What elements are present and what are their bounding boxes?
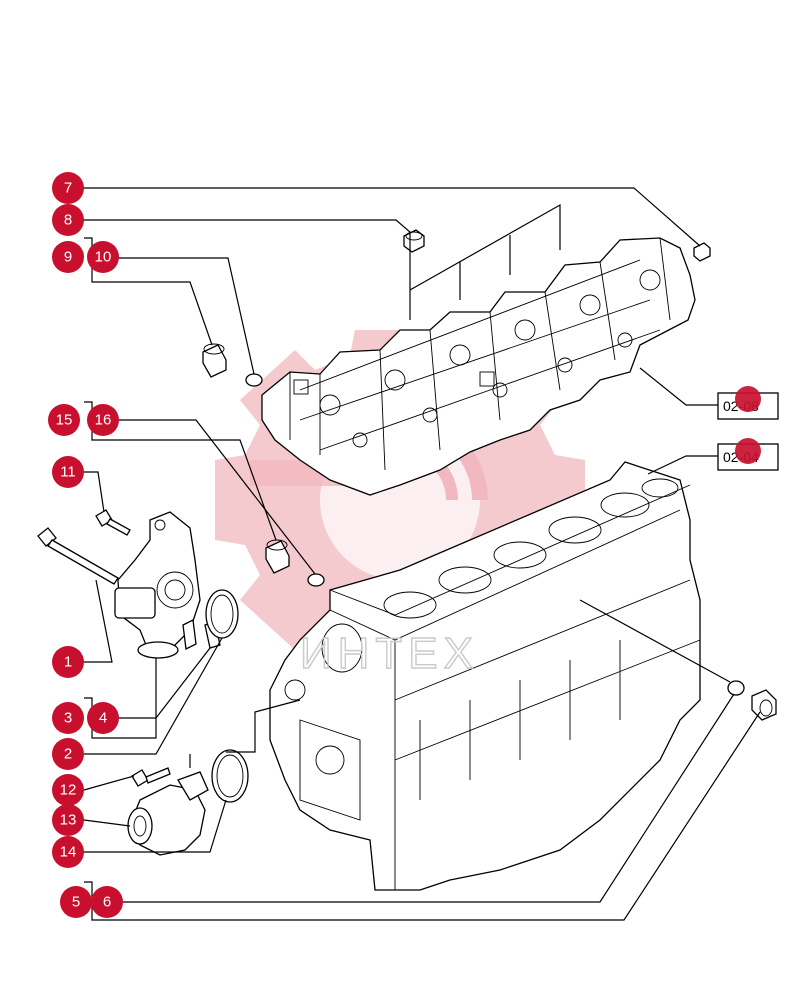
bolt-short <box>95 509 131 536</box>
callout-3-label: 3 <box>64 710 72 727</box>
callout-2[interactable]: 2 <box>52 738 84 770</box>
callout-11-label: 11 <box>60 464 76 481</box>
callout-6-label: 6 <box>103 894 111 911</box>
callout-4-label: 4 <box>99 710 107 727</box>
engine-block <box>269 461 701 891</box>
callout-13[interactable]: 13 <box>52 804 84 836</box>
ring-part-16 <box>307 573 325 587</box>
water-pump <box>127 771 209 856</box>
callout-1-label: 1 <box>64 654 72 671</box>
thermostat-housing <box>114 511 201 659</box>
callout-2-label: 2 <box>64 746 72 763</box>
ref-box-engine-block[interactable]: 02-04 <box>717 438 779 471</box>
plug-part-8 <box>403 229 425 253</box>
o-ring-thermostat <box>205 589 239 639</box>
pump-bolt <box>131 767 171 787</box>
callout-16[interactable]: 16 <box>87 404 119 436</box>
callout-10[interactable]: 10 <box>87 241 119 273</box>
callout-6[interactable]: 6 <box>91 886 123 918</box>
ref-box-cylinder-head[interactable]: 02-08 <box>717 386 779 420</box>
callout-1[interactable]: 1 <box>52 646 84 678</box>
callout-9[interactable]: 9 <box>52 241 84 273</box>
callout-14-label: 14 <box>60 844 77 861</box>
ring-part-10 <box>245 373 263 387</box>
callout-4[interactable]: 4 <box>87 702 119 734</box>
watermark-text: ИНТЕХ <box>300 629 479 678</box>
callout-3[interactable]: 3 <box>52 702 84 734</box>
callout-14[interactable]: 14 <box>52 836 84 868</box>
callout-15-label: 15 <box>56 412 73 429</box>
plug-part-16 <box>265 539 290 574</box>
ring-part-6 <box>727 680 745 696</box>
callout-10-label: 10 <box>95 249 112 266</box>
plug-part-7 <box>693 242 711 262</box>
callout-9-label: 9 <box>64 249 72 266</box>
cylinder-head <box>261 237 696 496</box>
callout-11[interactable]: 11 <box>52 456 84 488</box>
callout-8[interactable]: 8 <box>52 204 84 236</box>
callout-12-label: 12 <box>60 782 77 799</box>
callout-7[interactable]: 7 <box>52 172 84 204</box>
callout-5-label: 5 <box>72 894 80 911</box>
bolt-long <box>37 527 119 585</box>
plug-part-10 <box>202 343 227 378</box>
callout-7-label: 7 <box>64 180 72 197</box>
o-ring-pump <box>211 749 249 803</box>
leader-lines <box>83 187 761 921</box>
plug-part-6 <box>751 689 777 721</box>
callout-15[interactable]: 15 <box>48 404 80 436</box>
callout-5[interactable]: 5 <box>60 886 92 918</box>
callout-8-label: 8 <box>64 212 72 229</box>
callout-16-label: 16 <box>95 412 112 429</box>
callout-12[interactable]: 12 <box>52 774 84 806</box>
callout-13-label: 13 <box>60 812 77 829</box>
